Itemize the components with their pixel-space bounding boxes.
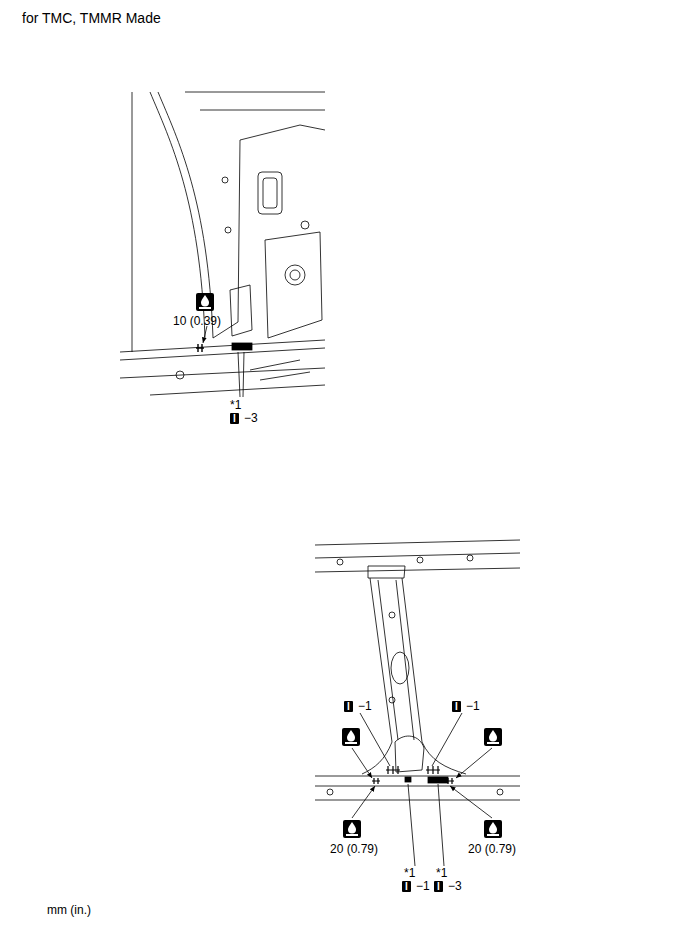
symbol-box: I (230, 413, 239, 424)
page-heading: for TMC, TMMR Made (22, 10, 161, 26)
unit-note: mm (in.) (47, 903, 91, 917)
symbol-box: I (402, 881, 411, 892)
note-mark: *1 (436, 866, 447, 880)
callout-number: −3 (244, 411, 258, 425)
callout-number: −1 (466, 699, 480, 713)
dimension-label: 10 (0.39) (173, 314, 221, 328)
symbol-box: I (434, 881, 443, 892)
symbol-box: I (344, 701, 353, 712)
callout-number: −1 (358, 699, 372, 713)
dimension-label: 20 (0.79) (468, 842, 516, 856)
symbol-box: I (452, 701, 461, 712)
note-mark: *1 (404, 866, 415, 880)
callout-number: −1 (416, 879, 430, 893)
callout-number: −3 (448, 879, 462, 893)
note-mark: *1 (230, 398, 241, 412)
dimension-label: 20 (0.79) (330, 842, 378, 856)
